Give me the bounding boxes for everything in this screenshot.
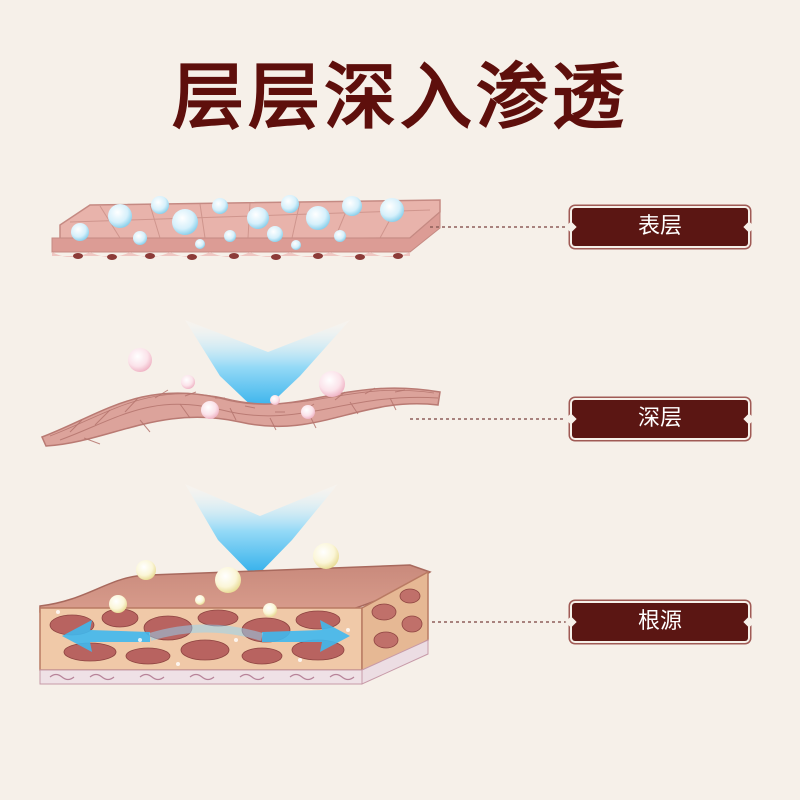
root-layer-graphic [39,543,432,685]
connector-lines [410,226,570,623]
label-surface: 表层 [572,208,748,246]
deep-layer-graphic [40,348,441,447]
left-arrow-icon [62,620,150,652]
page-title: 层层深入渗透 [171,54,628,139]
label-root: 根源 [572,603,748,641]
surface-layer-graphic [51,195,441,260]
label-deep: 深层 [572,400,748,438]
down-arrow-icon [185,320,350,414]
right-arrow-icon [262,620,350,652]
down-arrow-icon [185,484,338,578]
